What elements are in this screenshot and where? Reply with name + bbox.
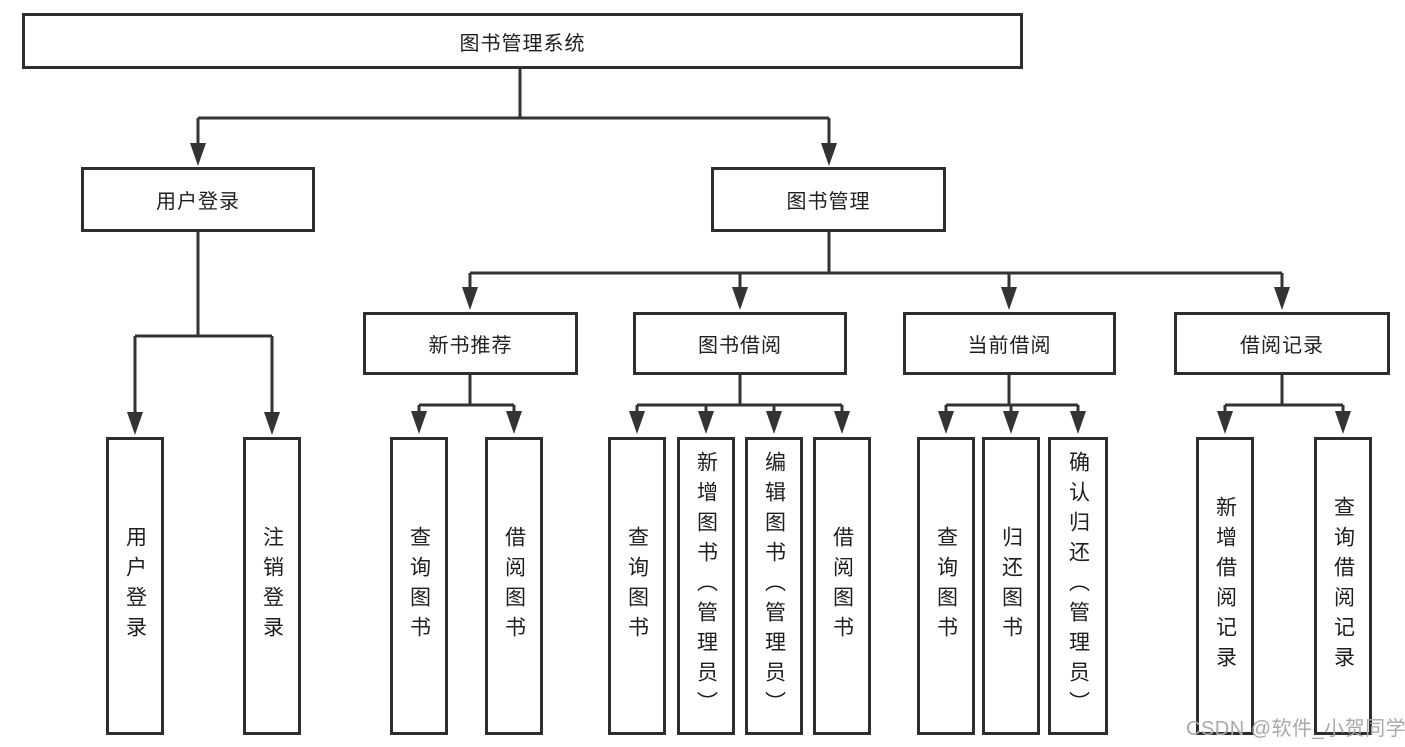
node-current-borrowing: 当前借阅 [903,312,1116,375]
leaf-add-borrow-record: 新增借阅记录 [1196,437,1254,735]
leaf-borrow-books-borrowing: 借阅图书 [813,437,871,735]
watermark: CSDN @软件_小贺同学 [1186,718,1405,740]
node-book-management: 图书管理 [711,167,946,232]
node-new-book-recommendation: 新书推荐 [363,312,578,375]
node-book-borrowing: 图书借阅 [633,312,847,375]
leaf-user-login: 用户登录 [106,437,164,735]
leaf-edit-book-admin: 编辑图书（管理员） [745,437,803,735]
leaf-query-books-borrowing: 查询图书 [608,437,666,735]
leaf-return-books: 归还图书 [982,437,1040,735]
leaf-confirm-return-admin: 确认归还（管理员） [1048,437,1108,735]
node-user-login: 用户登录 [81,167,315,232]
leaf-add-book-admin: 新增图书（管理员） [677,437,735,735]
leaf-query-books-current: 查询图书 [917,437,975,735]
node-borrowing-records: 借阅记录 [1174,312,1390,375]
leaf-borrow-books-recommend: 借阅图书 [485,437,543,735]
leaf-query-books-recommend: 查询图书 [390,437,448,735]
leaf-query-borrow-record: 查询借阅记录 [1314,437,1372,735]
leaf-logout: 注销登录 [243,437,301,735]
node-root-library-system: 图书管理系统 [22,13,1023,69]
